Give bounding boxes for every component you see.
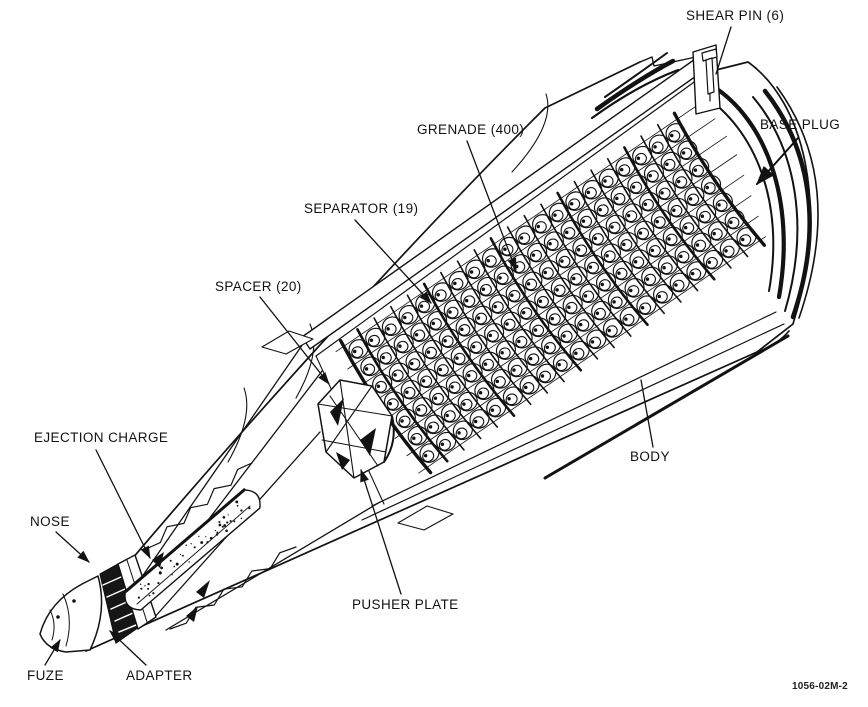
separator-leader — [354, 219, 432, 304]
rotating-band — [762, 88, 812, 320]
cutaway-window-edges — [315, 71, 790, 521]
body-shadow-line — [543, 334, 790, 480]
section-diamond-marks — [261, 330, 454, 531]
pusher-plate — [317, 379, 395, 479]
grenade-leader — [466, 140, 517, 271]
fuze-leader — [44, 639, 61, 666]
shear-pin-leader — [715, 26, 732, 75]
body-bottom-silhouette — [85, 351, 758, 652]
leader-lines — [44, 26, 799, 666]
shear-pin — [692, 44, 721, 115]
rotating-band-groove — [752, 96, 799, 312]
spacer-leader — [259, 296, 330, 385]
nose-leader — [55, 531, 90, 563]
base-plug — [590, 52, 819, 353]
pusher-plate-leader — [360, 469, 402, 595]
grenade-matrix — [335, 101, 787, 475]
body-leader — [640, 379, 654, 448]
fuze-cone — [39, 575, 103, 653]
base-plug-leader — [755, 137, 799, 186]
adapter-leader — [109, 630, 147, 666]
ejection-charge-tube — [123, 488, 261, 611]
ejection-charge-leader — [95, 449, 151, 559]
rotating-band-groove — [776, 86, 819, 319]
nose-cutaway-threads — [145, 462, 297, 630]
